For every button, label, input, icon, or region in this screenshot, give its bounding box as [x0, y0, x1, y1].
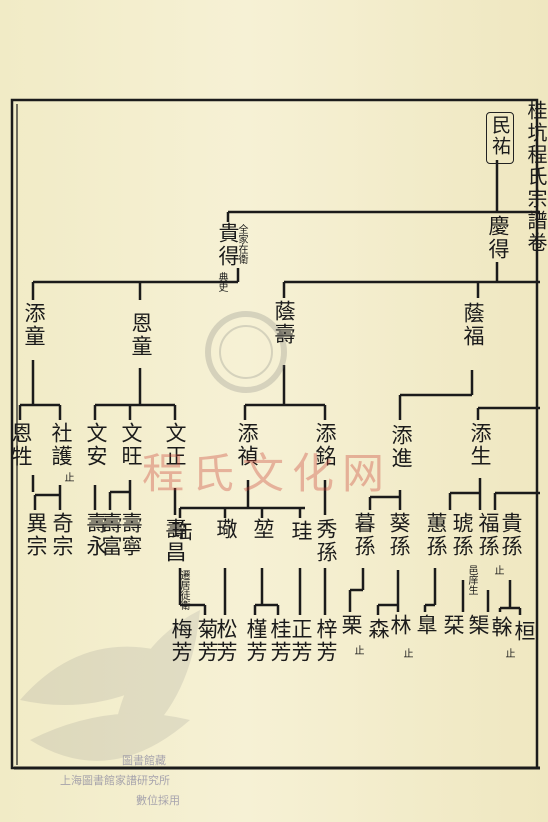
note-lin: 止	[401, 648, 412, 658]
person-kun: 堃	[251, 518, 275, 541]
person-sen: 森	[366, 618, 390, 641]
person-songfang: 松芳	[214, 618, 238, 664]
person-gan: 榦	[489, 616, 513, 639]
person-dun: 璥	[214, 518, 238, 541]
person-qingde: 慶得	[486, 215, 510, 261]
note-shouchang: 遷居徒衛	[178, 570, 189, 610]
person-ensheng: 恩牲	[9, 422, 33, 468]
person-wenzheng: 文正	[163, 422, 187, 468]
person-wenan: 文安	[84, 422, 108, 468]
person-gao: 臯	[414, 614, 438, 637]
person-li: 栗	[339, 614, 363, 637]
seal-watermark	[205, 311, 287, 393]
person-yizong: 異宗	[24, 512, 48, 558]
person-musun: 暮孫	[352, 512, 376, 558]
note-husun: 邑庠生	[466, 565, 477, 595]
person-enzhong: 恩童	[129, 312, 153, 358]
person-yinshou: 蔭壽	[272, 300, 296, 346]
person-guide: 貴得	[216, 222, 240, 268]
person-tiansheng: 添生	[468, 422, 492, 468]
note-gan: 止	[503, 648, 514, 658]
person-jufang: 菊芳	[195, 618, 219, 664]
person-wenwang: 文旺	[119, 422, 143, 468]
person-jinfang: 槿芳	[244, 618, 268, 664]
person-zhengfang: 正芳	[289, 618, 313, 664]
person-cunsun: 蕙孫	[424, 512, 448, 558]
library-stamp-line1: 圖書館藏	[122, 754, 166, 767]
header-tag: 民祐	[486, 112, 514, 164]
person-kuisun: 葵孫	[387, 512, 411, 558]
note-li: 止	[352, 645, 363, 655]
person-zifang: 梓芳	[314, 618, 338, 664]
person-shehu: 社護	[49, 422, 73, 468]
person-husun: 琥孫	[450, 512, 474, 558]
note-shehu: 止	[62, 472, 73, 482]
person-yinfu: 蔭福	[461, 302, 485, 348]
person-kui: 珤	[169, 520, 193, 543]
person-guifang: 桂芳	[268, 618, 292, 664]
person-meifang: 梅芳	[169, 618, 193, 664]
note-fusun: 止	[492, 565, 503, 575]
person-qizong: 奇宗	[50, 512, 74, 558]
person-guisun: 貴孫	[499, 512, 523, 558]
header-tag-text: 民祐	[489, 115, 511, 157]
person-qi: 栞	[441, 614, 465, 637]
website-watermark: 程氏文化网	[142, 449, 393, 498]
person-tiantong: 添童	[22, 302, 46, 348]
person-gui: 珪	[289, 520, 313, 543]
person-shouyong: 壽永	[84, 512, 108, 558]
book-title: 桂坑程氏宗譜卷	[524, 100, 548, 254]
person-shouning: 壽寧	[119, 512, 143, 558]
person-ju: 榘	[466, 614, 490, 637]
leaf-watermark	[20, 610, 200, 761]
person-tianzhen: 添禎	[235, 422, 259, 468]
person-shoufu: 壽富	[99, 512, 123, 558]
person-fusun: 福孫	[476, 512, 500, 558]
person-tianjin: 添進	[389, 424, 413, 470]
person-heng: 桓	[512, 620, 536, 643]
person-xiusun: 秀孫	[314, 518, 338, 564]
note-guide-office: 典史	[216, 272, 227, 292]
library-stamp-line2: 上海圖書館家譜研究所	[60, 774, 170, 787]
person-tianming: 添銘	[313, 422, 337, 468]
person-shouchang: 壽昌	[163, 518, 187, 564]
note-guide-family: 全家在衛	[236, 224, 247, 264]
library-stamp-line3: 數位採用	[136, 794, 180, 807]
person-lin: 林	[388, 614, 412, 637]
